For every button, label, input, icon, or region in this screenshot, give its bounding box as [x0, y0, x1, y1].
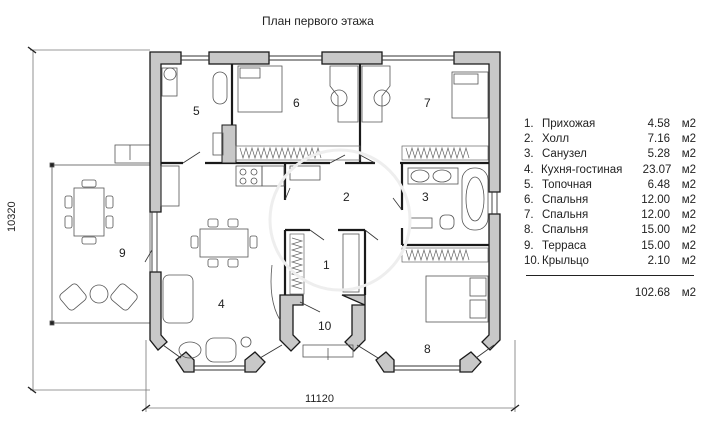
- room-label-6: 6: [293, 96, 300, 110]
- wardrobes: [235, 145, 489, 295]
- furniture: [160, 65, 489, 363]
- legend-divider: [526, 274, 694, 276]
- dimension-width: 11120: [305, 393, 334, 405]
- windows: [151, 55, 498, 371]
- room-label-8: 8: [424, 342, 431, 356]
- room-label-2: 2: [343, 190, 350, 204]
- room-label-5: 5: [193, 104, 200, 118]
- room-label-9: 9: [119, 246, 126, 260]
- dimension-lines: [27, 46, 520, 412]
- terrace: [49, 144, 151, 326]
- room-label-4: 4: [218, 297, 225, 311]
- room-label-3: 3: [422, 190, 429, 204]
- room-label-10: 10: [318, 319, 332, 333]
- room-label-1: 1: [323, 258, 330, 272]
- plan-title: План первого этажа: [262, 14, 374, 28]
- room-label-7: 7: [424, 96, 431, 110]
- exterior-walls: [149, 51, 501, 373]
- door-swings: [144, 151, 403, 313]
- dimension-height: 10320: [6, 201, 18, 232]
